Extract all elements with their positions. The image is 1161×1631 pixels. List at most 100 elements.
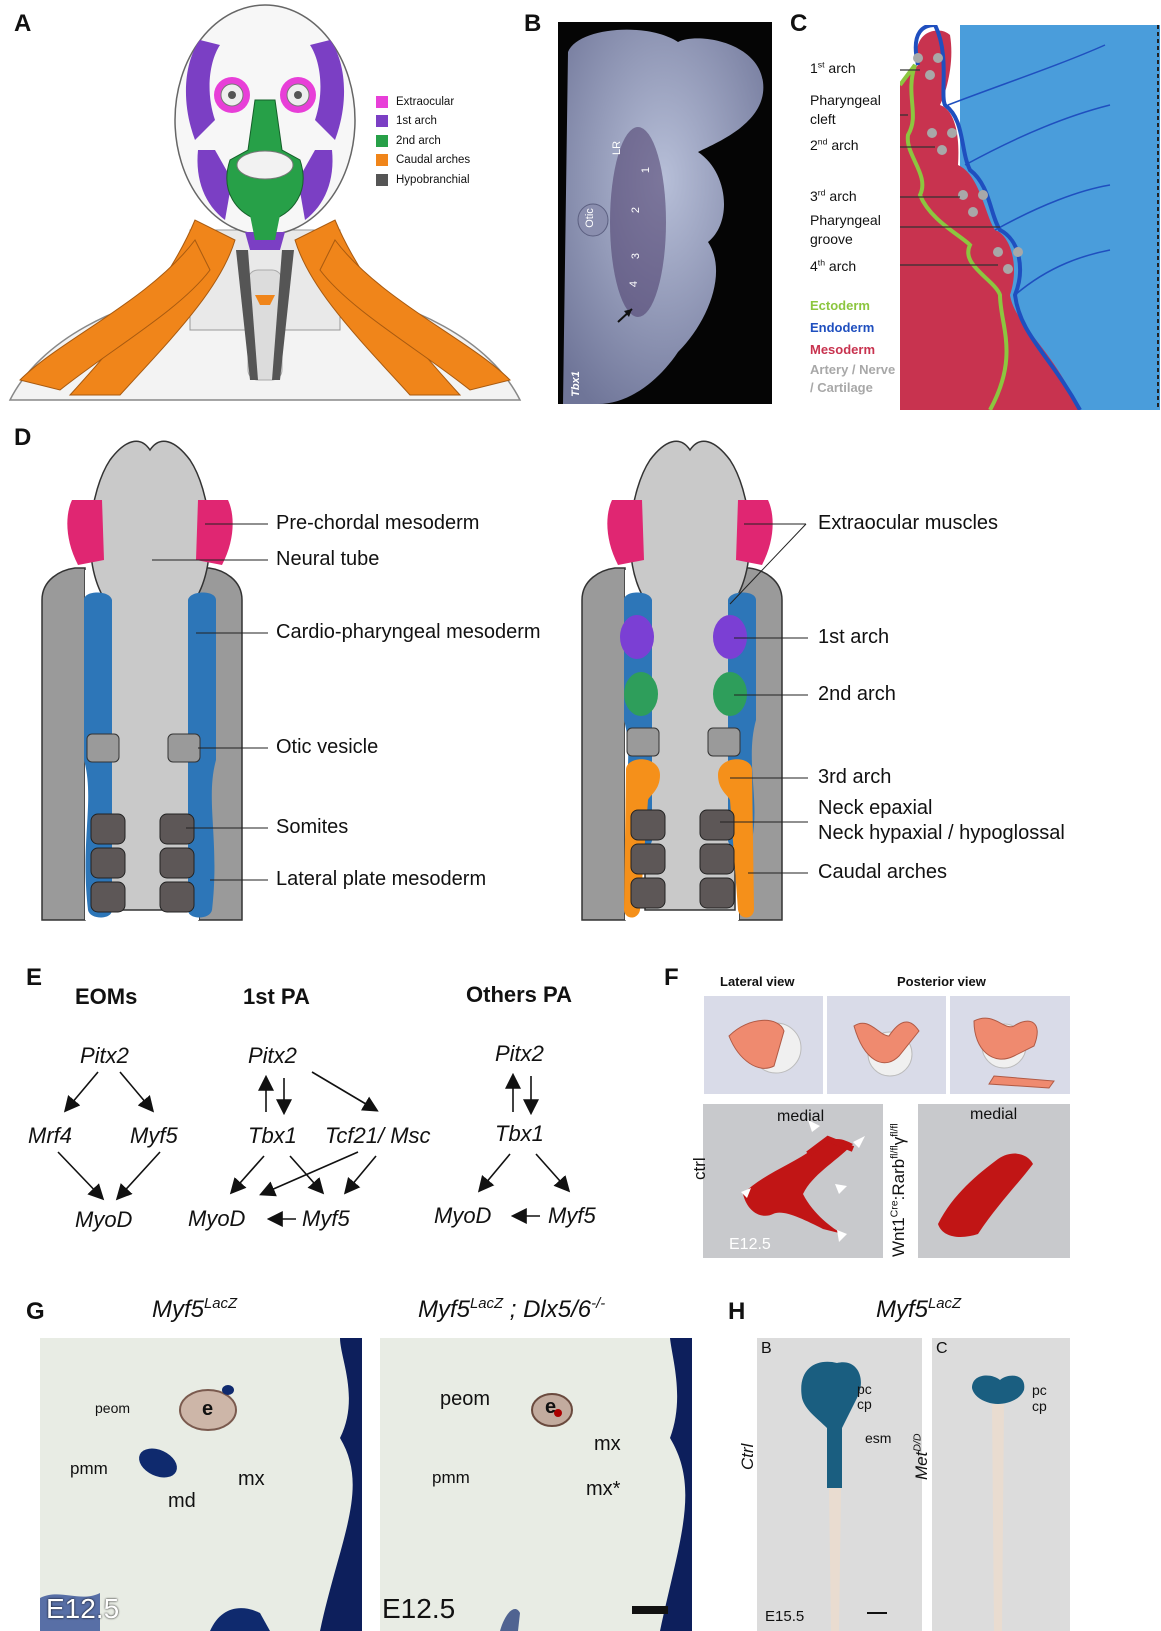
pmm-label-right: pmm (432, 1468, 470, 1488)
neck-hypaxial-label: Neck hypaxial / hypoglossal (818, 822, 1065, 845)
mutant-embryo-render (380, 1338, 692, 1631)
eoms-mrf4: Mrf4 (28, 1123, 72, 1149)
first-pa-tcf21: Tcf21/ Msc (325, 1123, 431, 1149)
mx-label-right: mx (594, 1433, 621, 1456)
met-esophagus-render (932, 1338, 1070, 1631)
panel-label-g: G (26, 1298, 45, 1326)
legend-ectoderm: Ectoderm (810, 295, 895, 317)
neck-epaxial-label: Neck epaxial (818, 797, 933, 820)
right-embryo-schematic (582, 441, 782, 920)
pre-chordal-mesoderm-label: Pre-chordal mesoderm (276, 512, 479, 535)
esm-label: esm (865, 1430, 891, 1446)
second-arch-label: 2nd arch (810, 137, 859, 153)
legend-swatch (376, 96, 388, 108)
caudal-arches-label: Caudal arches (818, 861, 947, 884)
h-title: Myf5LacZ (876, 1296, 961, 1324)
medial-label-ctrl: medial (777, 1108, 824, 1126)
legend-item: Extraocular (376, 92, 470, 112)
eye-label-right: e (545, 1396, 556, 1419)
first-arch-label: 1st arch (810, 60, 856, 76)
mutant-3d-reconstruction: medial (918, 1104, 1070, 1258)
pmm-label-left: pmm (70, 1459, 108, 1479)
lr-label: LR (611, 141, 623, 155)
peom-label-right: peom (440, 1388, 490, 1411)
third-arch-label-d: 3rd arch (818, 766, 891, 789)
head-muscle-illustration (0, 0, 530, 410)
stage-label-g-left: E12.5 (46, 1593, 119, 1625)
eoms-title: EOMs (75, 984, 137, 1010)
muscle-3d-views (704, 996, 1070, 1094)
somites-label: Somites (276, 816, 348, 839)
met-esophagus-photo: C pc cp (932, 1338, 1070, 1631)
eoms-pitx2: Pitx2 (80, 1043, 129, 1069)
pc-label-met: pc (1032, 1382, 1047, 1398)
g-title-mutant: Myf5LacZ ; Dlx5/6-/- (418, 1296, 605, 1324)
legend-mesoderm: Mesoderm (810, 339, 895, 361)
cp-label-ctrl: cp (857, 1396, 872, 1412)
myf5-dlx-mutant-photo: peom e mx pmm mx* E12.5 (380, 1338, 692, 1631)
met-genotype-label: MetD/D (912, 1434, 932, 1480)
cardio-pharyngeal-mesoderm-label: Cardio-pharyngeal mesoderm (276, 621, 541, 644)
others-pa-myf5: Myf5 (548, 1203, 596, 1229)
neural-tube-label: Neural tube (276, 548, 379, 571)
extraocular-muscles-label: Extraocular muscles (818, 512, 998, 535)
cp-label-met: cp (1032, 1398, 1047, 1414)
otic-vesicle-label: Otic vesicle (276, 736, 378, 759)
peom-label-left: peom (95, 1396, 130, 1419)
eoms-myf5: Myf5 (130, 1123, 178, 1149)
first-pa-title: 1st PA (243, 984, 310, 1010)
ctrl-3d-reconstruction: medial E12.5 (703, 1104, 883, 1258)
pharyngeal-arch-schematic (900, 25, 1161, 410)
mesoderm-schematics (0, 420, 1161, 930)
eye-label-left: e (202, 1398, 213, 1421)
pharyngeal-cleft-label: Pharyngealcleft (810, 91, 881, 129)
stage-label-g-right: E12.5 (382, 1593, 455, 1625)
legend-swatch (376, 174, 388, 186)
g-title-control: Myf5LacZ (152, 1296, 237, 1324)
arch-1-label: 1 (640, 167, 652, 173)
panel-label-h: H (728, 1298, 745, 1326)
legend-label: Hypobranchial (396, 174, 470, 186)
mx-label-left: mx (238, 1468, 265, 1491)
legend-item: 2nd arch (376, 131, 470, 151)
lateral-view-label: Lateral view (720, 974, 794, 989)
panel-label-e: E (26, 964, 42, 992)
stage-label-h: E15.5 (765, 1608, 804, 1625)
gene-label: Tbx1 (570, 371, 582, 397)
mutant-muscle-render (918, 1104, 1070, 1258)
pc-label-ctrl: pc (857, 1381, 872, 1397)
arch-2-label: 2 (630, 207, 642, 213)
legend-item: Caudal arches (376, 151, 470, 171)
lateral-plate-mesoderm-label: Lateral plate mesoderm (276, 868, 486, 891)
h-sub-b-label: B (761, 1340, 772, 1358)
ctrl-muscle-render (703, 1104, 883, 1258)
mutant-genotype-label: Wnt1Cre:Rarbfl/flγfl/fl (889, 1123, 909, 1257)
arch-3-label: 3 (630, 253, 642, 259)
arch-4-label: 4 (628, 281, 640, 287)
legend-item: Hypobranchial (376, 170, 470, 190)
posterior-view-label: Posterior view (897, 974, 986, 989)
legend-item: 1st arch (376, 112, 470, 132)
first-pa-myod: MyoD (188, 1206, 245, 1232)
legend-endoderm: Endoderm (810, 317, 895, 339)
otic-label: Otic (584, 208, 596, 228)
first-pa-pitx2: Pitx2 (248, 1043, 297, 1069)
ctrl-esophagus-render (757, 1338, 922, 1631)
first-arch-label-d: 1st arch (818, 626, 889, 649)
others-pa-myod: MyoD (434, 1203, 491, 1229)
panel-label-f: F (664, 964, 679, 992)
others-pa-title: Others PA (466, 982, 572, 1008)
legend-cartilage: / Cartilage (810, 379, 895, 397)
legend-swatch (376, 154, 388, 166)
panel-label-c: C (790, 10, 807, 38)
muscle-origin-legend: Extraocular 1st arch 2nd arch Caudal arc… (376, 92, 470, 190)
germ-layer-legend: Ectoderm Endoderm Mesoderm Artery / Nerv… (810, 295, 895, 397)
legend-label: Caudal arches (396, 154, 470, 166)
control-embryo-render (40, 1338, 362, 1631)
legend-swatch (376, 135, 388, 147)
second-arch-label-d: 2nd arch (818, 683, 896, 706)
others-pa-tbx1: Tbx1 (495, 1121, 544, 1147)
left-embryo-schematic (42, 441, 242, 920)
others-pa-pitx2: Pitx2 (495, 1041, 544, 1067)
legend-swatch (376, 115, 388, 127)
